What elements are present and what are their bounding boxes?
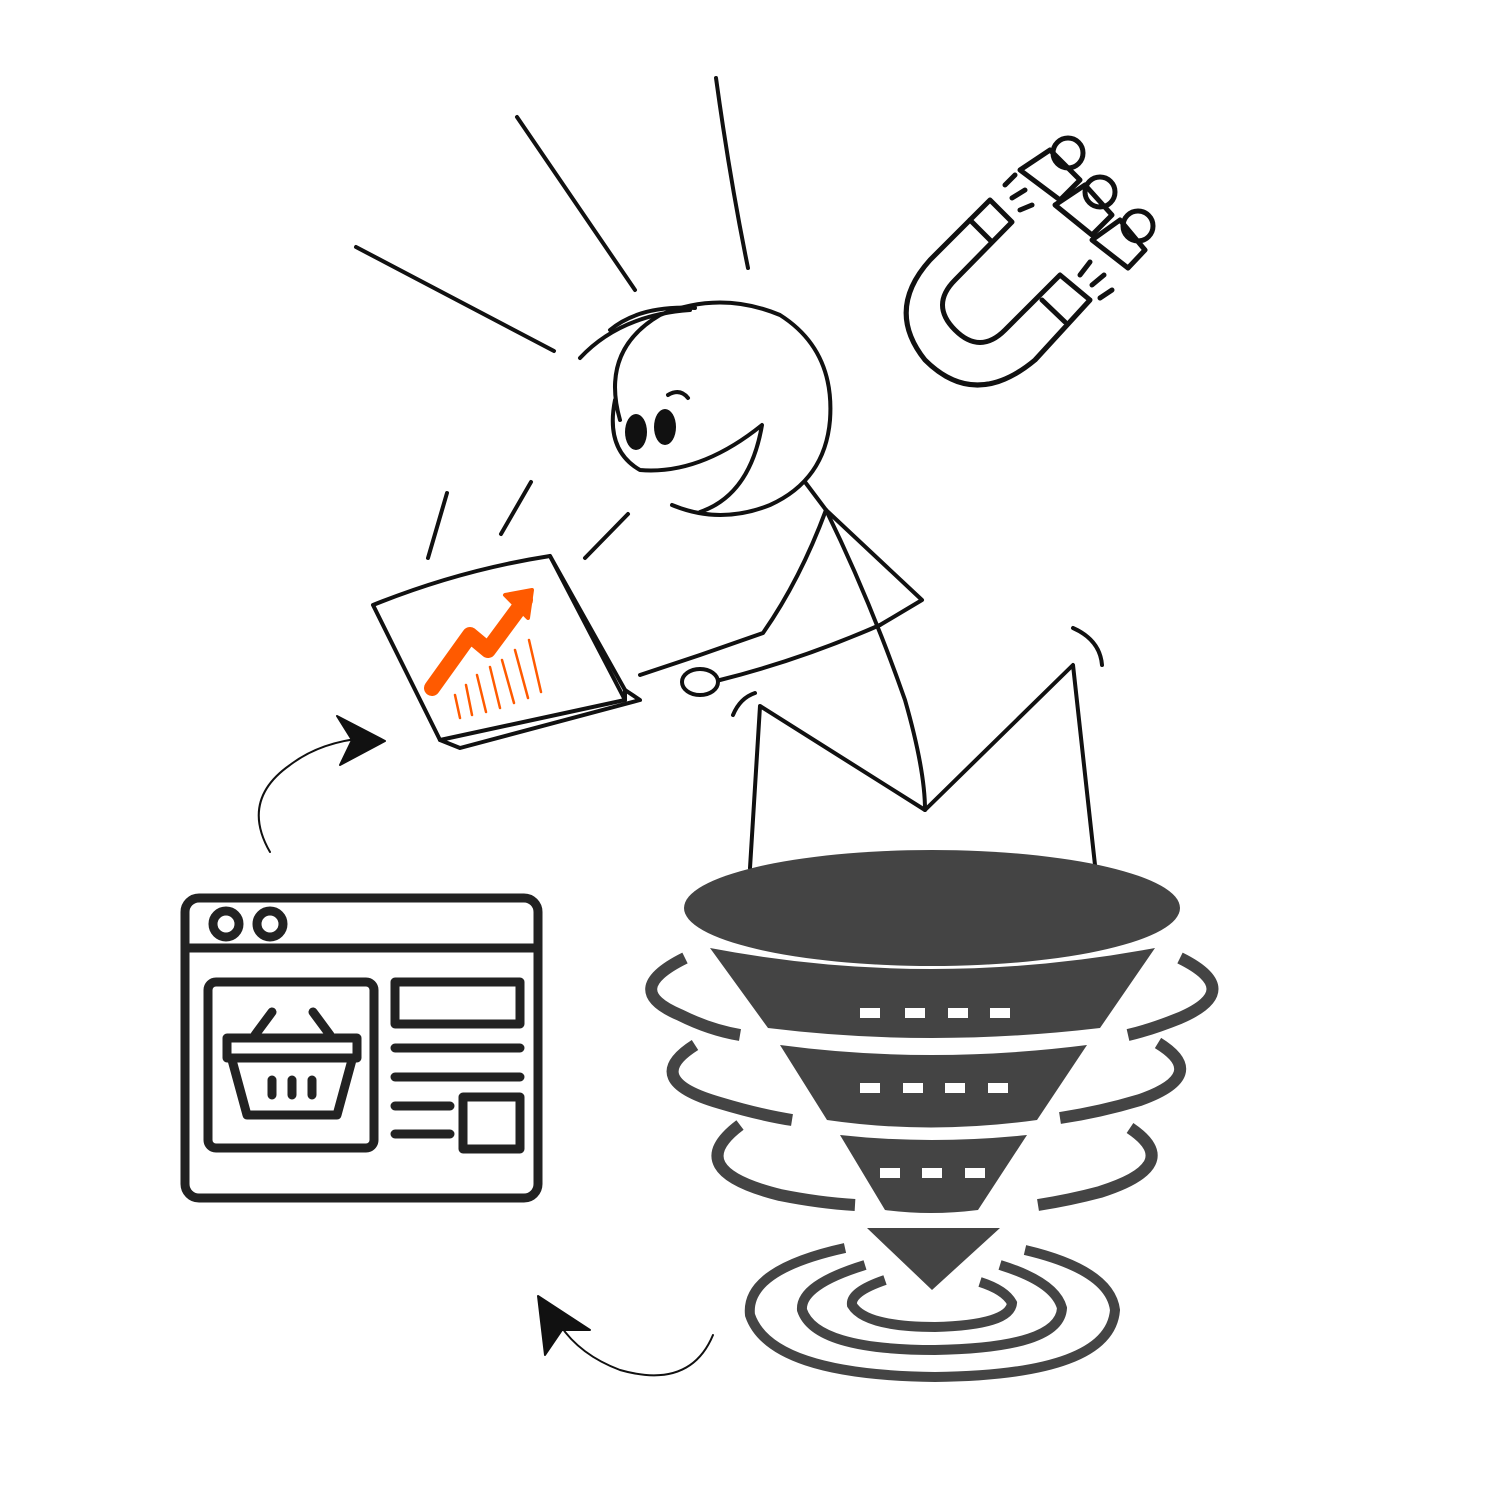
target-rings-icon [744,1243,1121,1383]
magnet-attracting-people-icon [903,135,1156,388]
laptop-growth-chart-icon [371,554,642,750]
sales-funnel-icon [645,850,1219,1290]
stick-figure [578,300,1097,870]
emphasis-lines [354,76,1104,717]
browser-shopping-basket-icon [180,893,543,1203]
curved-arrow-icon [537,1295,714,1377]
curved-arrow-icon [257,715,386,853]
